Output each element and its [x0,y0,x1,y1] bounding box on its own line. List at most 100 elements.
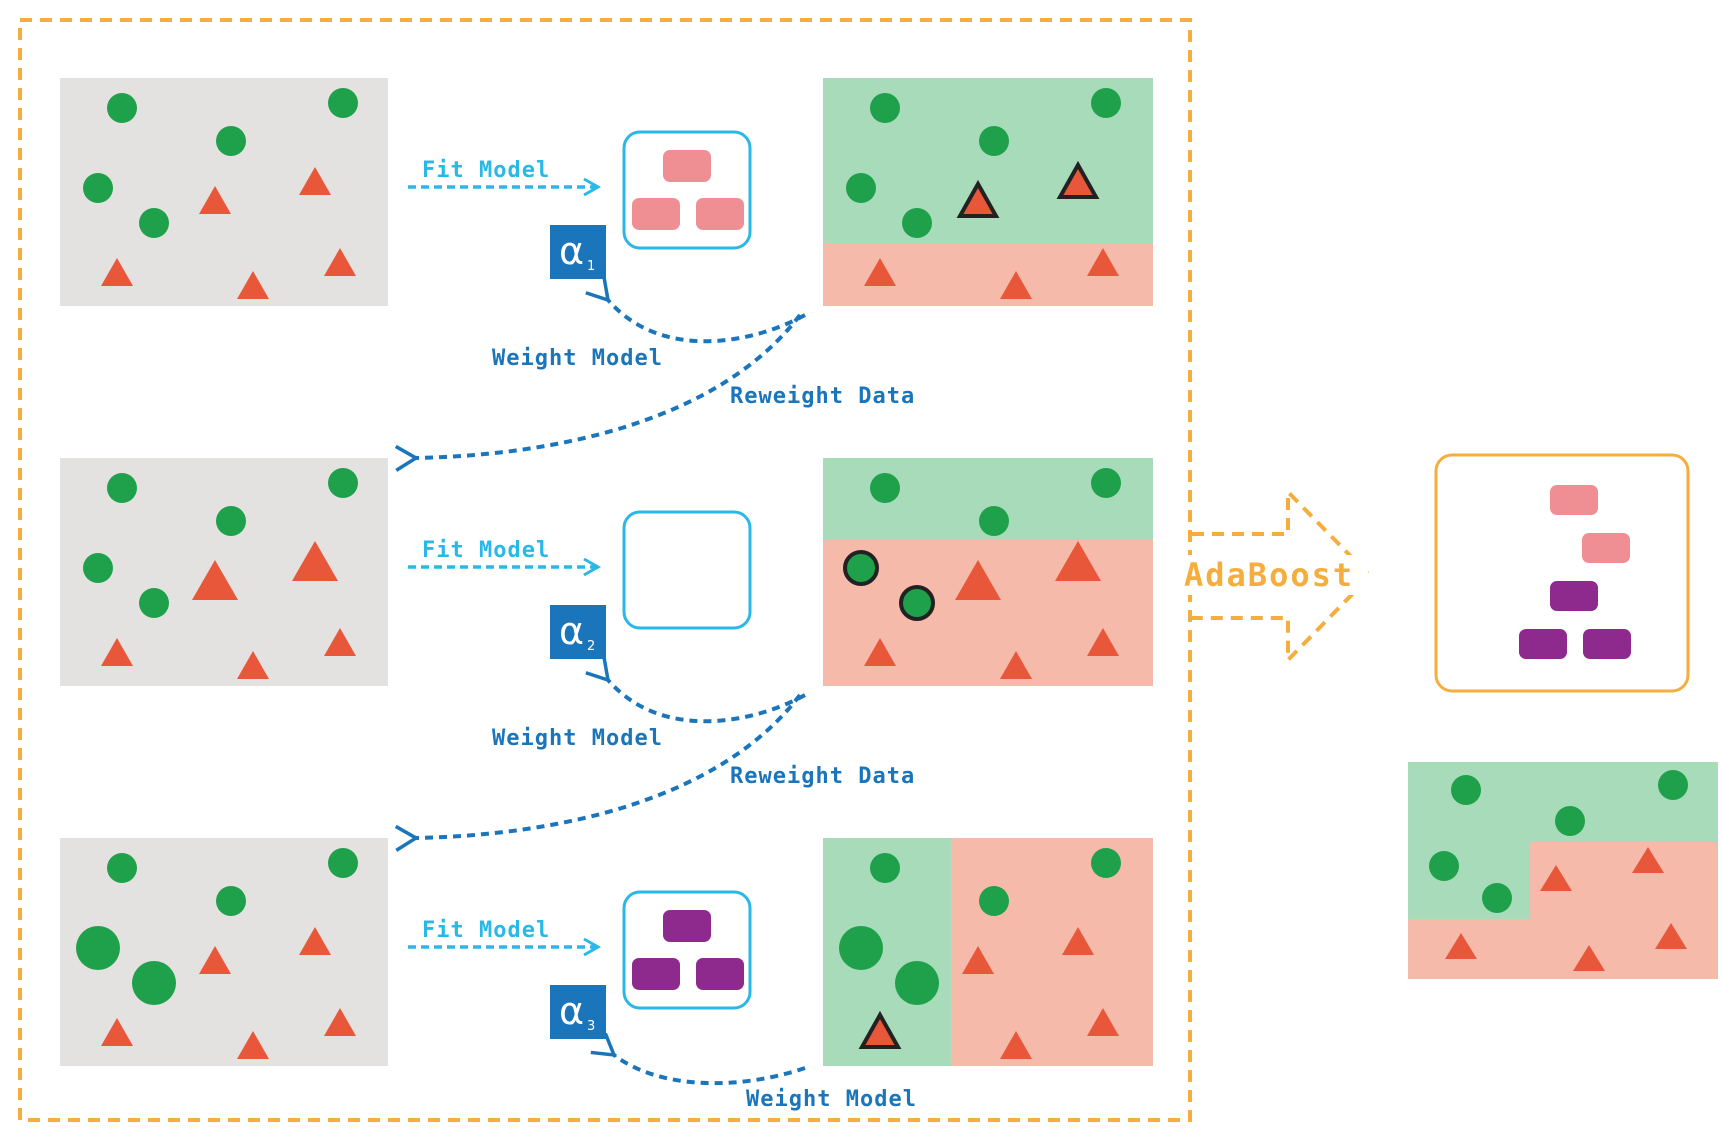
weak-learner-box-3 [622,890,752,1010]
green-circle-point [1091,848,1121,878]
green-circle-point [216,886,246,916]
green-circle-point [1482,883,1512,913]
red-triangle-point [101,638,133,666]
weight-model-label-2: Weight Model [492,726,663,751]
green-circle-point [1555,806,1585,836]
red-triangle-point [237,1031,269,1059]
green-circle-point [107,853,137,883]
red-triangle-point [1000,271,1032,299]
red-triangle-point [101,1018,133,1046]
green-circle-point [83,553,113,583]
weight-model-label-1: Weight Model [492,346,663,371]
green-circle-point [328,468,358,498]
green-circle-point [107,93,137,123]
prediction-panel-1 [823,78,1153,306]
fit-model-label-3: Fit Model [422,918,550,943]
final-model [1434,453,1690,693]
weight-model-arrow-2 [585,656,806,724]
row-3: Fit Model α 3 Weight Model [60,838,1153,1112]
green-circle-point [1451,775,1481,805]
red-triangle-point [962,946,994,974]
reweight-data-arrow-1 [394,313,802,472]
red-triangle-point [1087,248,1119,276]
alpha-badge-1 [550,225,606,279]
adaboost-label-bg [1178,555,1368,595]
green-region [1408,842,1530,919]
red-triangle-point [1000,1031,1032,1059]
alpha-subscript-1: 1 [587,259,595,274]
red-triangle-point [864,258,896,286]
green-circle-point [328,848,358,878]
green-circle-point [979,886,1009,916]
red-triangle-point [199,186,231,214]
tree-leaf-node [696,958,744,990]
green-circle-point [216,506,246,536]
misclassified-circle-point [843,550,879,586]
green-circle-point [902,208,932,238]
red-triangle-point [1540,865,1572,891]
red-triangle-point [1573,945,1605,971]
red-triangle-point-large [292,541,338,581]
final-prediction-panel [1408,762,1718,979]
alpha-badge-3 [550,985,606,1039]
weight-model-arrow-1 [585,276,806,344]
alpha-subscript-2: 2 [587,639,595,654]
red-triangle-point [199,946,231,974]
alpha-symbol-3: α [559,989,584,1033]
weak-learner-box-1 [622,130,752,250]
misclassified-triangle-point [858,1010,902,1049]
red-triangle-point [101,258,133,286]
input-points-3 [76,848,358,1059]
alpha-badge-2 [550,605,606,659]
tree-node-pink [1550,485,1598,515]
tree-node-purple [1519,629,1567,659]
green-circle-point [870,853,900,883]
green-circle-point [979,126,1009,156]
tree-root-node [663,150,711,182]
tree-leaf-node [696,198,744,230]
alpha-symbol-2: α [559,609,584,653]
green-circle-point [83,173,113,203]
green-circle-point-large [76,926,120,970]
green-circle-point-large [839,926,883,970]
adaboost-label: AdaBoost [1184,556,1354,594]
tree-node-pink [1582,533,1630,563]
red-triangle-point [864,638,896,666]
weak-learner-box-2 [622,510,752,630]
tree-node-purple [1550,581,1598,611]
red-triangle-point [1087,1008,1119,1036]
green-circle-point [216,126,246,156]
red-triangle-point [1445,933,1477,959]
tree-leaf-node [632,958,680,990]
adaboost-arrow: AdaBoost [1178,487,1373,665]
red-triangle-point [1087,628,1119,656]
green-circle-point [1091,468,1121,498]
fit-model-label-1: Fit Model [422,158,550,183]
red-triangle-point [237,271,269,299]
red-triangle-point [1000,651,1032,679]
red-triangle-point [324,248,356,276]
green-circle-point [870,93,900,123]
weight-model-arrow-3 [590,1032,806,1086]
green-circle-point [328,88,358,118]
tree-node-purple [1583,629,1631,659]
green-circle-point-large [132,961,176,1005]
tree-root-node [663,910,711,942]
red-triangle-point [237,651,269,679]
row-1: Fit Model α 1 Weight Model Reweight Data [60,78,1153,472]
red-triangle-point-large [1055,541,1101,581]
green-circle-point [139,588,169,618]
green-circle-point [1658,770,1688,800]
green-circle-point [1091,88,1121,118]
prediction-panel-3 [823,838,1153,1066]
green-circle-point [870,473,900,503]
input-points-1 [83,88,358,299]
green-circle-point [107,473,137,503]
green-circle-point [1429,851,1459,881]
red-triangle-point [1632,847,1664,873]
red-triangle-point [1655,923,1687,949]
red-triangle-point-large [955,560,1001,600]
misclassified-circle-point [899,585,935,621]
red-triangle-point [324,628,356,656]
